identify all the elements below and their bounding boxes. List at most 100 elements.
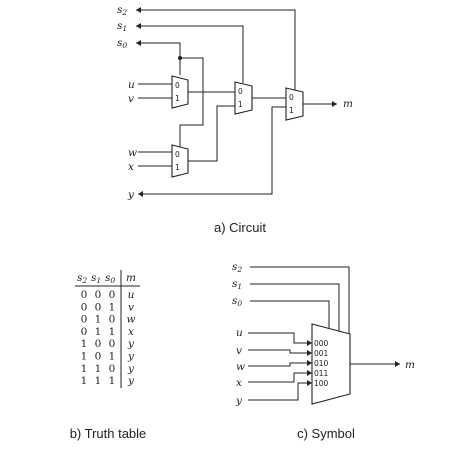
symbol-input-x: x [236, 377, 242, 389]
tt-cell-r0-c2: 0 [109, 289, 116, 301]
symbol-pin-000: 000 [314, 339, 329, 348]
symbol-wire-u [248, 332, 312, 344]
mux-wx [171, 144, 189, 178]
symbol-select-s2: s2 [232, 261, 242, 274]
wire-s0 [136, 42, 181, 75]
symbol-pin-010: 010 [314, 359, 329, 368]
tt-cell-r4-c1: 0 [95, 338, 102, 350]
symbol-wire-x [248, 372, 312, 383]
circuit-select-s1: s1 [117, 20, 127, 33]
tt-caption: b) Truth table [70, 426, 147, 441]
tt-header-s0: s0 [105, 272, 115, 285]
tt-cell-r4-c3: y [127, 338, 135, 350]
tt-cell-r0-c3: u [128, 289, 135, 301]
circuit-caption: a) Circuit [214, 220, 266, 235]
tt-header-s1: s1 [91, 272, 101, 285]
symbol-select-s0: s0 [232, 295, 242, 308]
symbol-mux [311, 323, 351, 405]
circuit-input-u: u [128, 79, 135, 91]
arrow-s1 [136, 23, 141, 29]
symbol-wire-y [248, 382, 312, 401]
tt-cell-r2-c3: w [127, 314, 136, 326]
symbol-output-m: m [405, 359, 415, 371]
tt-cell-r5-c1: 0 [95, 351, 102, 363]
symbol-input-v: v [236, 345, 242, 357]
symbol-wire-s0 [250, 300, 330, 329]
mux-final-pin-0: 0 [289, 93, 294, 102]
symbol-wire-w [248, 362, 312, 367]
tt-header-m: m [126, 272, 136, 284]
tt-cell-r3-c3: x [128, 326, 134, 338]
tt-cell-r6-c1: 1 [95, 363, 102, 375]
tt-header-s2: s2 [77, 272, 87, 285]
tt-cell-r7-c2: 1 [109, 375, 116, 387]
symbol-pin-100: 100 [314, 379, 329, 388]
symbol-arrow-v [307, 350, 312, 356]
mux-stage2 [234, 81, 253, 115]
tt-cell-r1-c1: 0 [95, 301, 102, 313]
circuit-input-x: x [128, 161, 134, 173]
mux-stage2-pin-0: 0 [238, 87, 243, 96]
tt-cell-r5-c0: 1 [81, 351, 88, 363]
tt-cell-r1-c3: v [128, 301, 134, 313]
tt-cell-r7-c0: 1 [81, 375, 88, 387]
wire-s0-branch [179, 57, 204, 147]
symbol-select-s1: s1 [232, 278, 242, 291]
circuit: s2 s1 s0 u v w x y 0 1 0 1 0 [117, 4, 353, 235]
mux-final [285, 87, 304, 121]
tt-cell-r2-c2: 0 [109, 314, 116, 326]
tt-cell-r7-c1: 1 [95, 375, 102, 387]
symbol-pin-011: 011 [314, 369, 329, 378]
symbol-arrow-x [307, 370, 312, 376]
circuit-input-w: w [128, 147, 137, 159]
tt-cell-r1-c0: 0 [81, 301, 88, 313]
circuit-select-s2: s2 [117, 4, 127, 17]
symbol-input-u: u [236, 327, 243, 339]
tt-cell-r6-c2: 0 [109, 363, 116, 375]
circuit-select-s0: s0 [117, 37, 127, 50]
tt-cell-r6-c0: 1 [81, 363, 88, 375]
symbol-wire-v [248, 349, 312, 354]
tt-cell-r3-c0: 0 [81, 326, 88, 338]
symbol: s2 s1 s0 u v w x y 000 001 010 011 100 m… [232, 261, 415, 441]
mux-wx-pin-0: 0 [175, 150, 180, 159]
tt-cell-r7-c3: y [127, 375, 135, 387]
tt-cell-r3-c2: 1 [109, 326, 116, 338]
circuit-input-v: v [128, 93, 134, 105]
tt-cell-r1-c2: 1 [109, 301, 116, 313]
symbol-wire-s1 [250, 283, 340, 332]
mux-uv-pin-0: 0 [175, 81, 180, 90]
tt-cell-r5-c3: y [127, 351, 135, 363]
mux-wx-pin-1: 1 [175, 163, 180, 172]
tt-cell-r3-c1: 1 [95, 326, 102, 338]
tt-cell-r0-c0: 0 [81, 289, 88, 301]
symbol-arrow-m [395, 361, 400, 367]
tt-cell-r6-c3: y [127, 363, 135, 375]
arrow-m [332, 101, 337, 107]
tt-cell-r4-c0: 1 [81, 338, 88, 350]
wire-y [138, 106, 286, 195]
tt-cell-r0-c1: 0 [95, 289, 102, 301]
mux-final-pin-1: 1 [289, 106, 294, 115]
symbol-arrow-y [307, 380, 312, 386]
tt-cell-r2-c0: 0 [81, 314, 88, 326]
symbol-arrow-w [307, 360, 312, 366]
mux-uv-pin-1: 1 [175, 94, 180, 103]
symbol-caption: c) Symbol [297, 426, 355, 441]
mux-stage2-pin-1: 1 [238, 100, 243, 109]
tt-cell-r4-c2: 0 [109, 338, 116, 350]
tt-cell-r2-c1: 1 [95, 314, 102, 326]
wire-s2 [136, 9, 296, 92]
arrow-y [138, 191, 143, 197]
wire-mux-wx-out [188, 105, 235, 162]
tt-cell-r5-c2: 1 [109, 351, 116, 363]
wire-s1 [136, 25, 244, 83]
symbol-wire-s2 [250, 266, 350, 335]
mux-uv [171, 75, 189, 109]
arrow-s0 [136, 40, 141, 46]
symbol-input-y: y [235, 395, 243, 407]
symbol-input-w: w [236, 361, 245, 373]
